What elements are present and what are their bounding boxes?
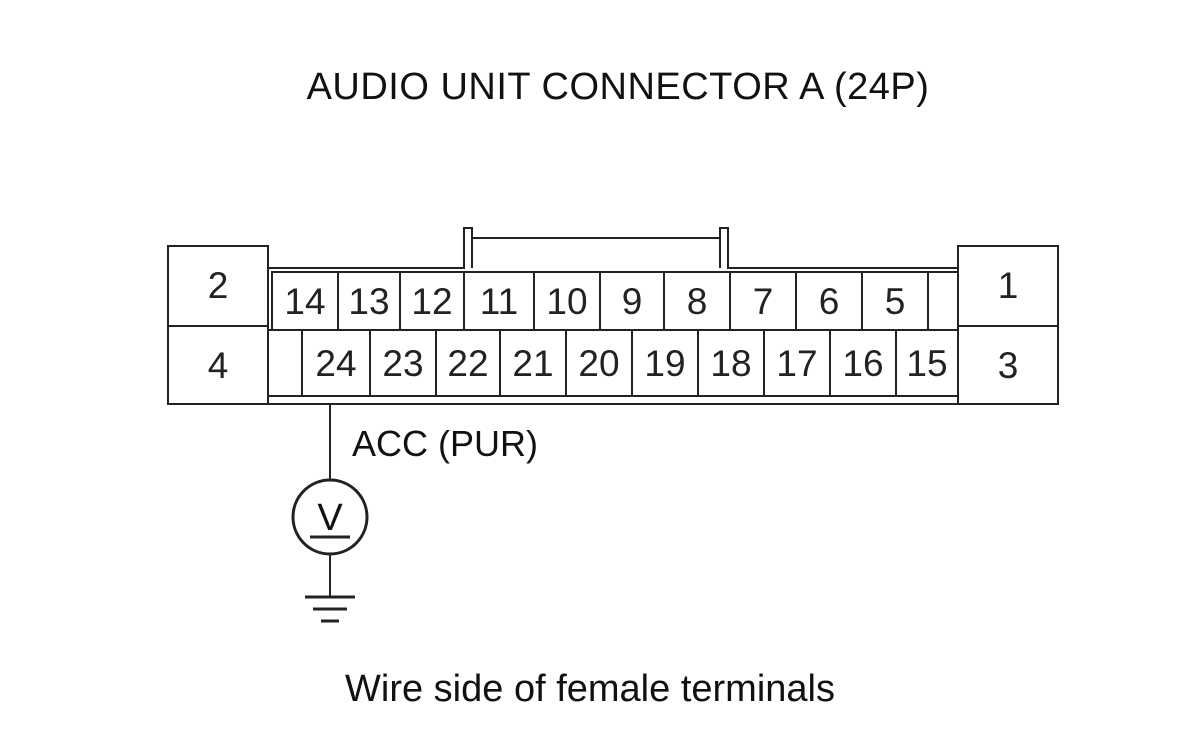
pin-label-18: 18 — [710, 343, 751, 384]
bottom-row-cells: 24 23 22 21 20 19 18 17 16 15 — [267, 329, 959, 397]
pin-label-22: 22 — [447, 343, 488, 384]
pin-label-6: 6 — [819, 281, 840, 322]
top-row-blank-cell — [927, 271, 959, 331]
pin-label-4: 4 — [208, 345, 229, 386]
pin-label-9: 9 — [622, 281, 643, 322]
pin-label-10: 10 — [546, 281, 587, 322]
pin-label-12: 12 — [411, 281, 452, 322]
pin-cell-7 — [729, 271, 797, 331]
wire-label: ACC (PUR) — [352, 423, 538, 464]
pin-cell-2 — [167, 245, 269, 327]
voltmeter-label: V — [317, 497, 343, 539]
pin-cell-19 — [631, 329, 699, 397]
pin-label-24: 24 — [315, 343, 356, 384]
pin-label-8: 8 — [687, 281, 708, 322]
pin-label-16: 16 — [842, 343, 883, 384]
pin-cell-21 — [499, 329, 567, 397]
pin-cell-20 — [565, 329, 633, 397]
pin-label-21: 21 — [512, 343, 553, 384]
pin-cell-3 — [957, 325, 1059, 405]
pin-label-13: 13 — [348, 281, 389, 322]
pin-label-23: 23 — [382, 343, 423, 384]
pin-cell-15 — [895, 329, 959, 397]
pin-cell-5 — [861, 271, 929, 331]
diagram-caption: Wire side of female terminals — [345, 668, 835, 710]
diagram-title: AUDIO UNIT CONNECTOR A (24P) — [306, 66, 930, 108]
pin-label-2: 2 — [208, 265, 229, 306]
pin-label-19: 19 — [644, 343, 685, 384]
pin-label-15: 15 — [906, 343, 947, 384]
top-row-cells: 14 13 12 11 10 9 8 7 6 5 — [271, 271, 959, 331]
pin-cell-16 — [829, 329, 897, 397]
pin-cell-4 — [167, 325, 269, 405]
bottom-row-blank-cell — [267, 329, 303, 397]
pin-label-11: 11 — [480, 281, 518, 322]
pin-cell-18 — [697, 329, 765, 397]
pin-cell-13 — [337, 271, 401, 331]
pin-cell-11 — [463, 271, 535, 331]
pin-label-3: 3 — [998, 345, 1019, 386]
pin-label-17: 17 — [776, 343, 817, 384]
pin-label-20: 20 — [578, 343, 619, 384]
pin-label-1: 1 — [998, 265, 1019, 306]
pin-cell-1 — [957, 245, 1059, 327]
pin-cell-9 — [599, 271, 665, 331]
pin-label-5: 5 — [885, 281, 906, 322]
pin-label-7: 7 — [753, 281, 774, 322]
pin-cell-24 — [301, 329, 371, 397]
pin-cell-22 — [435, 329, 501, 397]
pin-label-14: 14 — [284, 281, 325, 322]
